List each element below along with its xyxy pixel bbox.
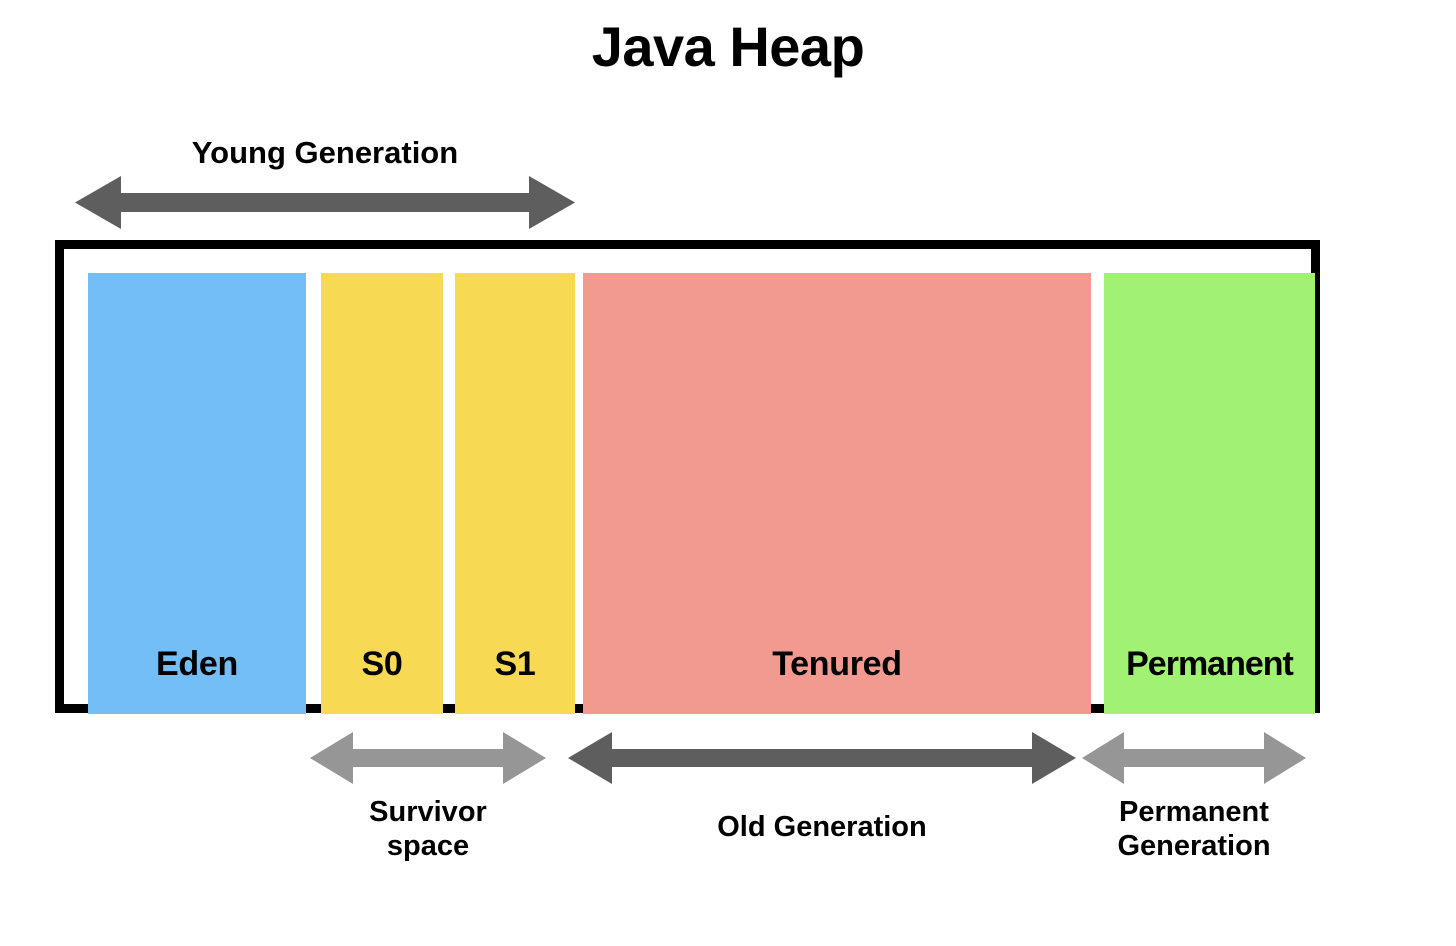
young-generation-label: Young Generation: [191, 135, 459, 170]
heap-region-s0[interactable]: S0: [321, 273, 443, 714]
survivor-space-arrow: [310, 732, 546, 784]
heap-regions: Eden S0 S1 Tenured Permanent: [73, 258, 1315, 714]
heap-region-eden[interactable]: Eden: [88, 273, 306, 714]
heap-region-permanent-label: Permanent: [1126, 645, 1294, 683]
heap-region-tenured-label: Tenured: [772, 645, 902, 683]
old-generation-arrow: [568, 732, 1076, 784]
young-generation-arrow: [75, 176, 575, 229]
page-title: Java Heap: [591, 15, 865, 78]
heap-region-permanent[interactable]: Permanent: [1104, 273, 1315, 714]
permanent-generation-label: Permanent Generation: [1117, 796, 1271, 863]
java-heap-container: Eden S0 S1 Tenured Permanent: [55, 240, 1320, 714]
old-generation-label: Old Generation: [717, 811, 927, 843]
heap-region-eden-label: Eden: [156, 645, 238, 683]
survivor-space-label: Survivor space: [369, 796, 487, 863]
heap-region-tenured[interactable]: Tenured: [583, 273, 1091, 714]
heap-region-s0-label: S0: [361, 645, 403, 683]
heap-region-s1-label: S1: [494, 645, 536, 683]
heap-region-s1[interactable]: S1: [455, 273, 575, 714]
permanent-generation-arrow: [1082, 732, 1306, 784]
